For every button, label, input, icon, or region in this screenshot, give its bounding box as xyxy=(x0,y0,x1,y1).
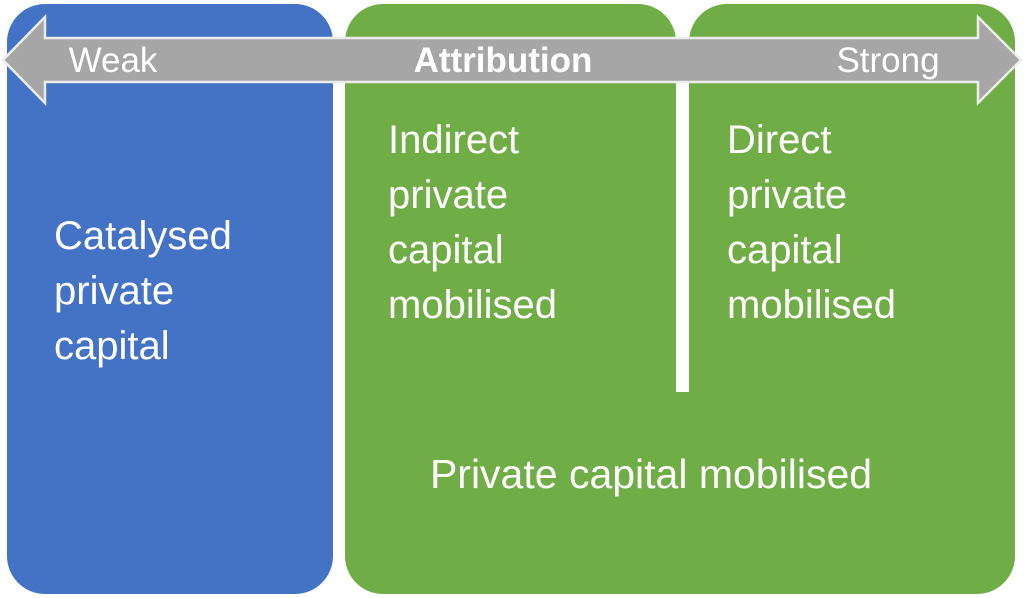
private-capital-mobilised-panel xyxy=(345,392,1015,594)
weak-axis-label: Weak xyxy=(68,40,158,80)
indirect-private-capital-label: Indirect private capital mobilised xyxy=(388,118,557,327)
catalysed-private-capital-box xyxy=(7,4,333,594)
attribution-axis-label: Attribution xyxy=(413,40,593,80)
private-capital-mobilised-label: Private capital mobilised xyxy=(429,451,873,497)
direct-private-capital-label: Direct private capital mobilised xyxy=(727,118,896,327)
attribution-axis-arrow xyxy=(1,13,1023,107)
catalysed-private-capital-label: Catalysed private capital xyxy=(54,214,232,368)
double-arrow-icon xyxy=(1,13,1023,107)
strong-axis-label: Strong xyxy=(836,40,940,80)
